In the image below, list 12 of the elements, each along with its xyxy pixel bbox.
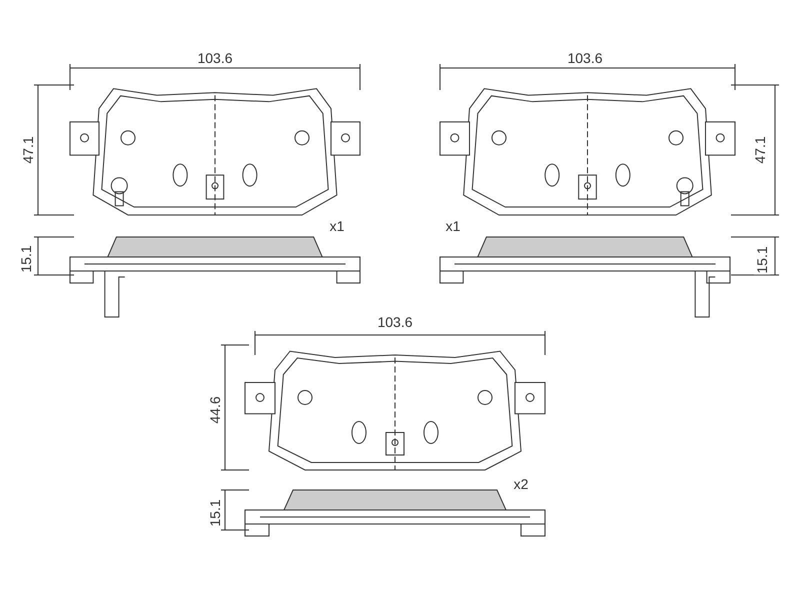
dimension-value: 44.6 — [207, 395, 223, 425]
dimension-value: 15.1 — [754, 245, 770, 275]
dimension-value: 103.6 — [196, 50, 234, 66]
dimension-value: 47.1 — [20, 135, 36, 165]
quantity-label: x1 — [444, 218, 462, 234]
dimension-value: 47.1 — [752, 135, 768, 165]
quantity-label: x2 — [512, 476, 530, 492]
dimension-value: 103.6 — [376, 314, 414, 330]
dimension-value: 15.1 — [18, 244, 34, 274]
dimension-value: 15.1 — [207, 498, 223, 528]
quantity-label: x1 — [328, 218, 346, 234]
dimension-value: 103.6 — [566, 50, 604, 66]
